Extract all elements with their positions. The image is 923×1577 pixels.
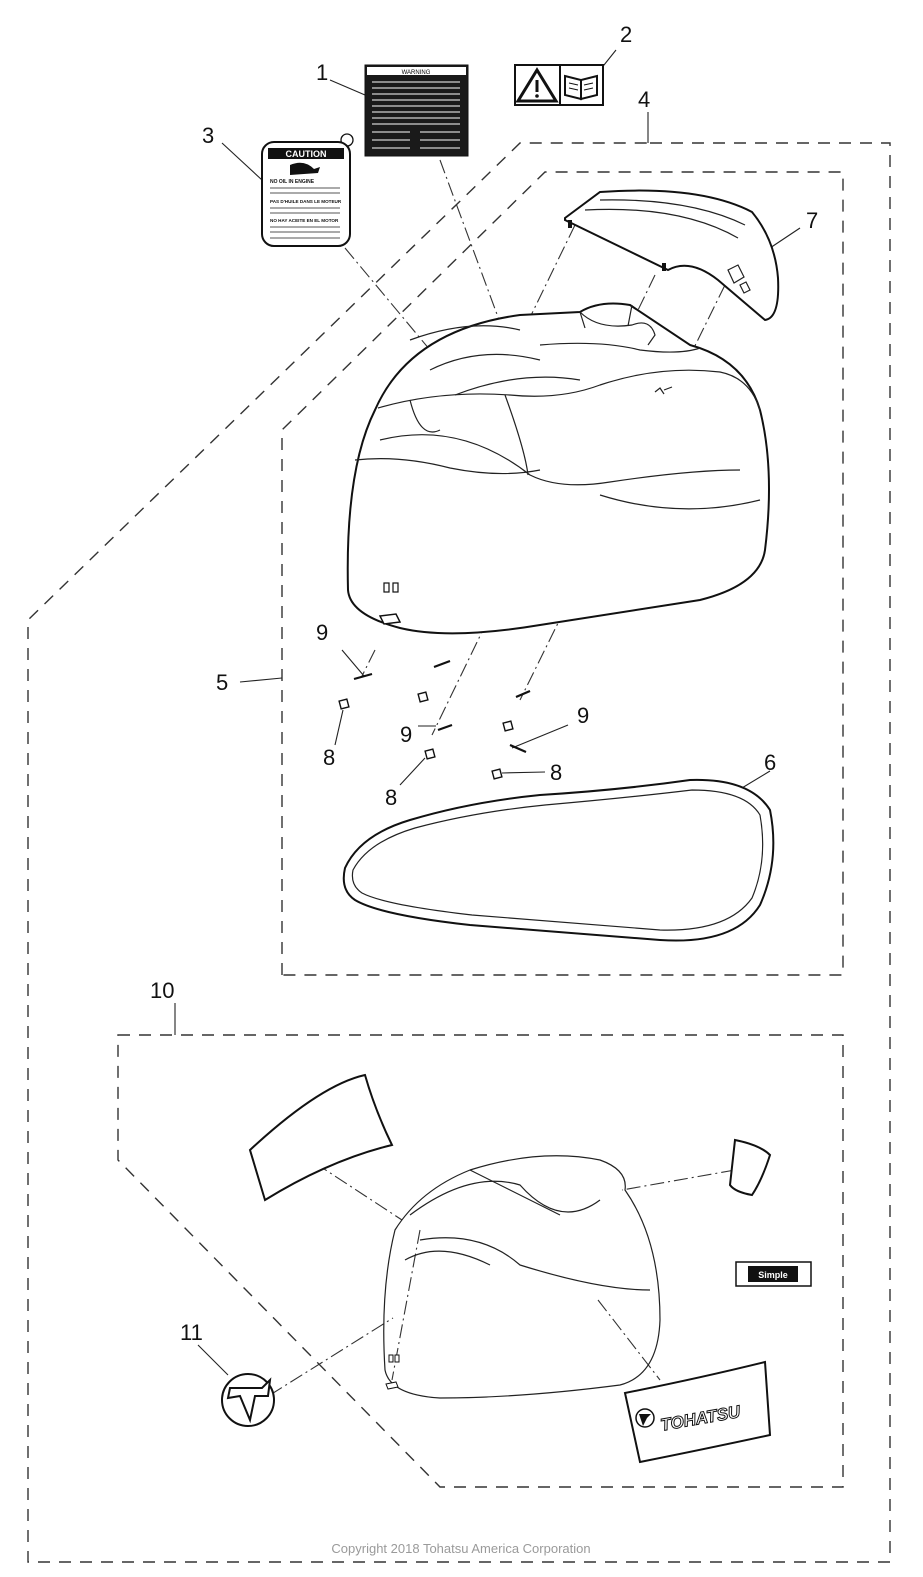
callout-9a: 9 bbox=[316, 620, 328, 645]
callout-9c: 9 bbox=[577, 703, 589, 728]
copyright-text: Copyright 2018 Tohatsu America Corporati… bbox=[331, 1541, 590, 1556]
group-5-boundary bbox=[281, 171, 844, 976]
tohatsu-brand-decal: TOHATSU bbox=[623, 1360, 772, 1464]
callout-10: 10 bbox=[150, 978, 174, 1003]
fastener-parts bbox=[338, 659, 531, 780]
callout-5: 5 bbox=[216, 670, 228, 695]
group-4-boundary bbox=[27, 142, 891, 1563]
callout-8c: 8 bbox=[550, 760, 562, 785]
callout-8a: 8 bbox=[323, 745, 335, 770]
callout-4: 4 bbox=[638, 87, 650, 112]
callout-9b: 9 bbox=[400, 722, 412, 747]
side-panel-decal bbox=[248, 1073, 394, 1202]
warning-triangle-icon bbox=[515, 67, 559, 103]
cover-seal-ring bbox=[342, 778, 775, 942]
warning-manual-decal bbox=[514, 64, 604, 106]
top-cowl-cover bbox=[564, 189, 780, 322]
svg-text:NO OIL IN ENGINE: NO OIL IN ENGINE bbox=[270, 179, 315, 185]
caution-oil-label: CAUTION NO OIL IN ENGINE PAS D'HUILE DAN… bbox=[261, 133, 354, 247]
tohatsu-logo-icon bbox=[221, 1373, 275, 1427]
svg-text:CAUTION: CAUTION bbox=[286, 149, 327, 159]
callout-11: 11 bbox=[180, 1320, 203, 1345]
svg-text:PAS D'HUILE DANS LE MOTEUR: PAS D'HUILE DANS LE MOTEUR bbox=[270, 199, 342, 204]
warning-label-decal: WARNING bbox=[364, 64, 469, 157]
engine-top-cover bbox=[346, 302, 770, 635]
callout-6: 6 bbox=[764, 750, 776, 775]
callout-2: 2 bbox=[620, 22, 632, 47]
callout-8b: 8 bbox=[385, 785, 397, 810]
svg-text:NO HAY ACEITE EN EL MOTOR: NO HAY ACEITE EN EL MOTOR bbox=[270, 218, 339, 223]
open-book-icon bbox=[564, 74, 598, 101]
callout-1: 1 bbox=[316, 60, 328, 85]
decal-cover-outline bbox=[383, 1155, 661, 1399]
svg-text:WARNING: WARNING bbox=[402, 70, 431, 76]
simple-badge: Simple bbox=[735, 1261, 812, 1287]
group-10-boundary bbox=[117, 1034, 844, 1488]
callout-7: 7 bbox=[806, 208, 818, 233]
small-side-decal bbox=[728, 1138, 772, 1197]
svg-text:Simple: Simple bbox=[758, 1270, 788, 1280]
callout-3: 3 bbox=[202, 123, 214, 148]
